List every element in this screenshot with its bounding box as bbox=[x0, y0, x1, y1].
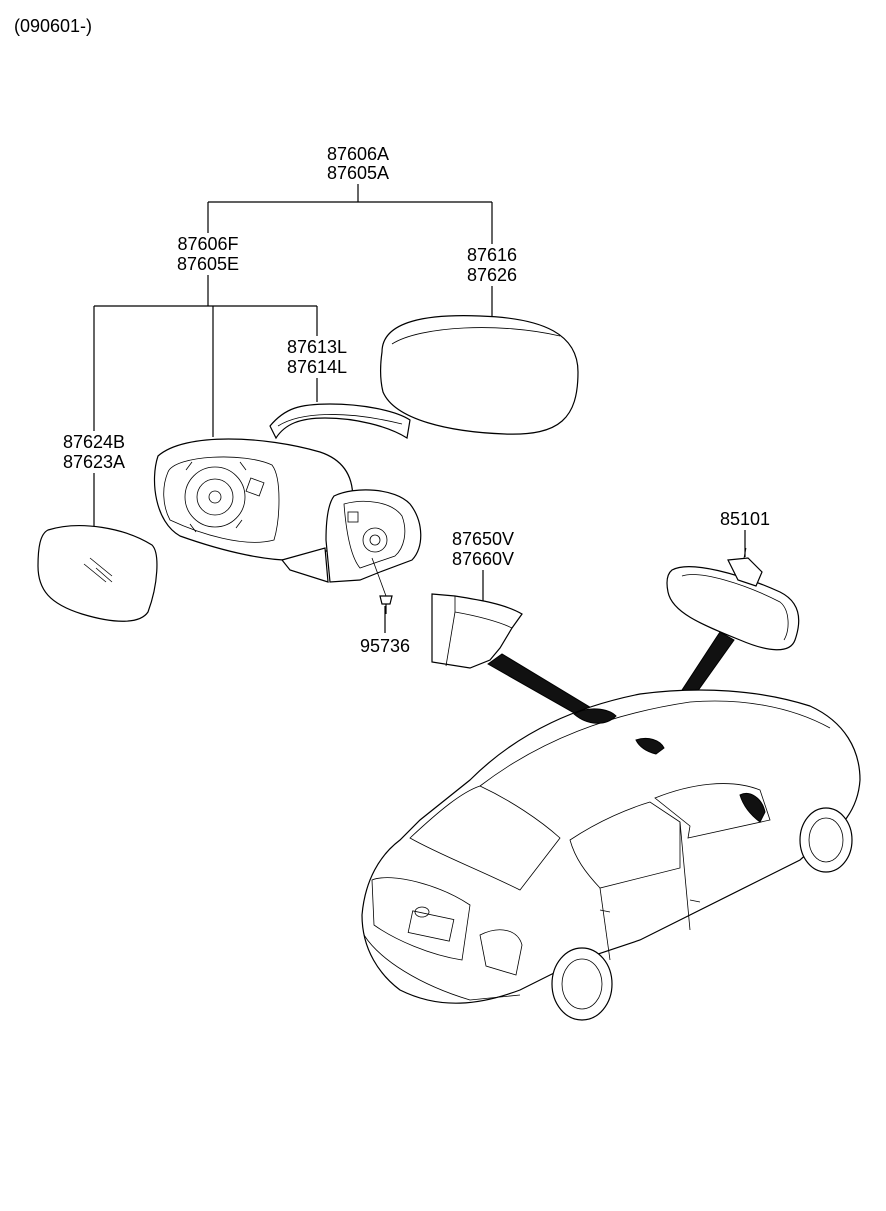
outside-mirror-housing-part bbox=[153, 438, 354, 583]
delta-garnish-part bbox=[431, 593, 523, 669]
inside-rearview-mirror-part bbox=[666, 547, 800, 651]
callout-87623A: 87623A bbox=[63, 452, 125, 472]
callout-87616: 87616 bbox=[467, 245, 517, 265]
callout-87606A: 87606A bbox=[327, 144, 389, 164]
callout-95736: 95736 bbox=[360, 636, 410, 656]
callout-87660V: 87660V bbox=[452, 549, 514, 569]
screw-part bbox=[379, 595, 393, 614]
callout-85101: 85101 bbox=[720, 509, 770, 529]
mirror-base-bracket-part bbox=[325, 489, 422, 597]
car-illustration bbox=[361, 689, 861, 1021]
callout-87606F: 87606F bbox=[177, 234, 238, 254]
callout-87605E: 87605E bbox=[177, 254, 239, 274]
mirror-glass-part bbox=[37, 525, 158, 622]
callout-87626: 87626 bbox=[467, 265, 517, 285]
callout-87650V: 87650V bbox=[452, 529, 514, 549]
callout-87614L: 87614L bbox=[287, 357, 347, 377]
mirror-cover-part bbox=[380, 315, 579, 435]
date-code-label: (090601-) bbox=[14, 16, 92, 36]
side-repeater-lamp-part bbox=[269, 403, 411, 440]
callout-87624B: 87624B bbox=[63, 432, 125, 452]
callout-87605A: 87605A bbox=[327, 163, 389, 183]
leader-lines bbox=[93, 184, 746, 633]
callout-87613L: 87613L bbox=[287, 337, 347, 357]
